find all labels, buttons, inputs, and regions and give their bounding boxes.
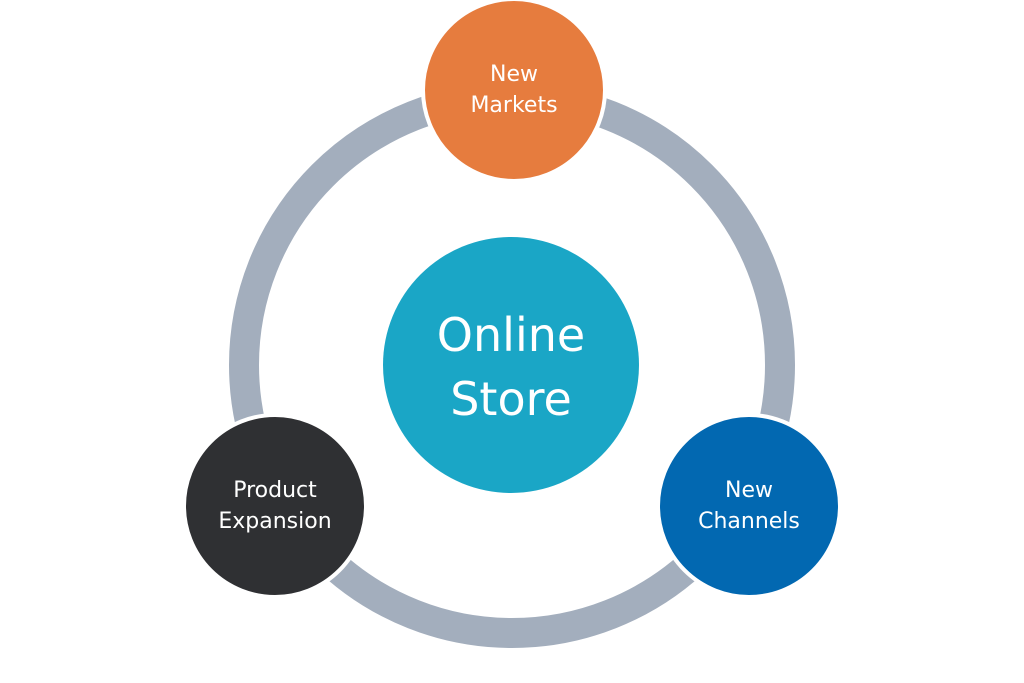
node-product-expansion-line1: Product — [233, 478, 317, 503]
node-new-markets: New Markets — [421, 0, 607, 183]
node-online-store-line2: Store — [450, 372, 572, 426]
node-product-expansion-line2: Expansion — [218, 509, 332, 534]
node-new-channels-line1: New — [725, 478, 773, 503]
node-new-channels: New Channels — [656, 413, 842, 599]
node-online-store-line1: Online — [436, 308, 586, 362]
node-new-markets-line1: New — [490, 62, 538, 87]
node-new-markets-line2: Markets — [470, 93, 558, 118]
node-new-channels-line2: Channels — [698, 509, 800, 534]
node-product-expansion: Product Expansion — [182, 413, 368, 599]
node-online-store: Online Store — [383, 237, 639, 493]
